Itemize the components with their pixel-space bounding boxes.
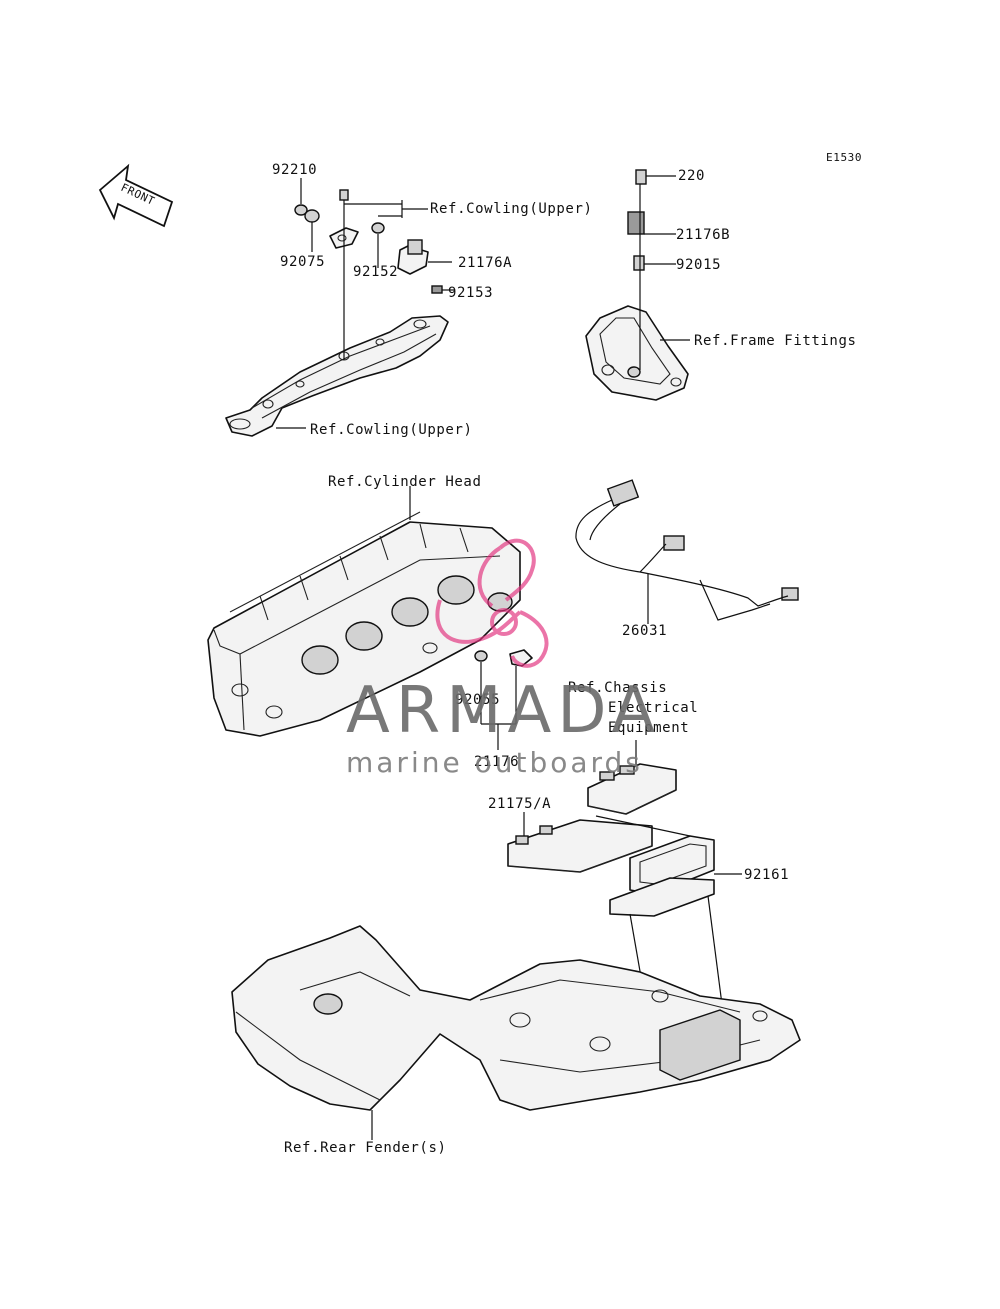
label-ref-cylinder-head: Ref.Cylinder Head: [328, 474, 482, 490]
collar-92152: [371, 222, 385, 234]
label-ref-frame-fittings: Ref.Frame Fittings: [694, 333, 857, 349]
sensor-21176B: [627, 211, 645, 235]
label-ref-chassis-line1: Ref.Chassis: [568, 680, 667, 696]
label-92210: 92210: [272, 162, 317, 178]
wiring-harness-26031: [575, 479, 799, 624]
nut-92210: [294, 204, 308, 216]
watermark-tagline: marine outboards: [346, 746, 643, 779]
rear-fender: [231, 925, 801, 1140]
label-ref-chassis-line3: Equipment: [608, 720, 689, 736]
watermark-brand: ARMADA: [346, 674, 661, 748]
label-92153: 92153: [448, 285, 493, 301]
label-ref-cowling-upper-top: Ref.Cowling(Upper): [430, 201, 593, 217]
cylinder-head: [207, 486, 521, 737]
cowling-stay-bracket: [225, 315, 449, 437]
armada-logo-icon: [435, 538, 549, 668]
collar-92015: [633, 255, 645, 271]
bolt-220: [635, 169, 647, 185]
front-arrow-icon: FRONT: [98, 163, 174, 228]
ecu-21175A: [507, 812, 653, 873]
label-92055: 92055: [455, 692, 500, 708]
label-92152: 92152: [353, 264, 398, 280]
label-21176A: 21176A: [458, 255, 512, 271]
grommet-92075: [304, 209, 320, 223]
label-92015: 92015: [676, 257, 721, 273]
frame-fitting-plate: [585, 305, 689, 401]
label-92161: 92161: [744, 867, 789, 883]
label-92075: 92075: [280, 254, 325, 270]
label-26031: 26031: [622, 623, 667, 639]
bolt-top: [339, 189, 349, 201]
label-220: 220: [678, 168, 705, 184]
diagram-code: E1530: [826, 151, 862, 164]
label-21176: 21176: [474, 754, 519, 770]
frame-fitting-assembly: [585, 169, 690, 401]
ecu-upper: [587, 763, 677, 815]
washer-92055: [474, 650, 488, 662]
label-ref-rear-fenders: Ref.Rear Fender(s): [284, 1140, 447, 1156]
label-21176B: 21176B: [676, 227, 730, 243]
label-21175A: 21175/A: [488, 796, 551, 812]
label-ref-chassis-line2: Electrical: [608, 700, 698, 716]
watermark: ARMADA marine outboards: [346, 538, 661, 779]
label-ref-cowling-upper-bottom: Ref.Cowling(Upper): [310, 422, 473, 438]
bolt-92153: [431, 285, 443, 294]
cowling-bracket-assembly: [225, 178, 454, 437]
